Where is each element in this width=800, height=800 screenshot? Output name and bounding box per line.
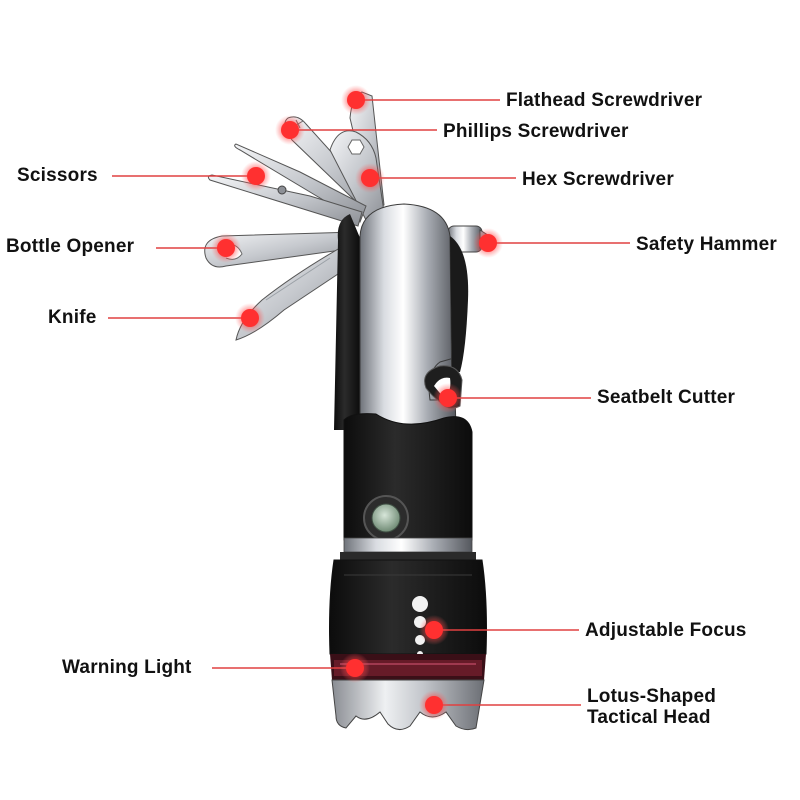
marker-dot-scissors	[241, 161, 271, 191]
marker-core	[217, 239, 235, 257]
lotus-tactical-head	[331, 679, 485, 731]
label-lotus-shaped-tactical-head: Lotus-Shaped Tactical Head	[587, 686, 757, 728]
callout-lines	[108, 99, 630, 706]
label-lotus-line-1: Lotus-Shaped	[587, 686, 717, 707]
marker-dot-hex	[355, 163, 385, 193]
marker-core	[281, 121, 299, 139]
marker-core	[439, 389, 457, 407]
marker-core	[425, 696, 443, 714]
label-safety-hammer: Safety Hammer	[636, 234, 777, 255]
marker-core	[425, 621, 443, 639]
warning-light-ring	[330, 654, 486, 680]
marker-dot-phillips	[275, 115, 305, 145]
flashlight-upper-body	[334, 203, 469, 431]
marker-core	[361, 169, 379, 187]
marker-dot-warning-light	[340, 653, 370, 683]
label-phillips-screwdriver: Phillips Screwdriver	[443, 121, 629, 142]
callout-markers	[211, 85, 503, 720]
marker-dot-lotus-head	[419, 690, 449, 720]
power-button-icon[interactable]	[363, 495, 409, 541]
focus-barrel	[329, 559, 487, 657]
marker-dot-flathead	[341, 85, 371, 115]
label-knife: Knife	[48, 307, 97, 328]
marker-core	[479, 234, 497, 252]
label-lotus-line-2: Tactical Head	[587, 707, 711, 728]
marker-dot-adjustable-focus	[419, 615, 449, 645]
marker-dot-safety-hammer	[473, 228, 503, 258]
label-adjustable-focus: Adjustable Focus	[585, 620, 747, 641]
marker-core	[347, 91, 365, 109]
label-scissors: Scissors	[17, 165, 98, 186]
label-seatbelt-cutter: Seatbelt Cutter	[597, 387, 736, 408]
rubber-grip	[343, 413, 473, 541]
marker-dot-knife	[235, 303, 265, 333]
label-flathead-screwdriver: Flathead Screwdriver	[506, 90, 703, 111]
label-bottle-opener: Bottle Opener	[6, 236, 135, 257]
marker-core	[346, 659, 364, 677]
marker-dot-bottle-opener	[211, 233, 241, 263]
label-hex-screwdriver: Hex Screwdriver	[522, 169, 674, 190]
silver-ring	[340, 537, 476, 560]
label-warning-light: Warning Light	[62, 657, 192, 678]
marker-dot-seatbelt-cutter	[433, 383, 463, 413]
marker-core	[241, 309, 259, 327]
marker-core	[247, 167, 265, 185]
